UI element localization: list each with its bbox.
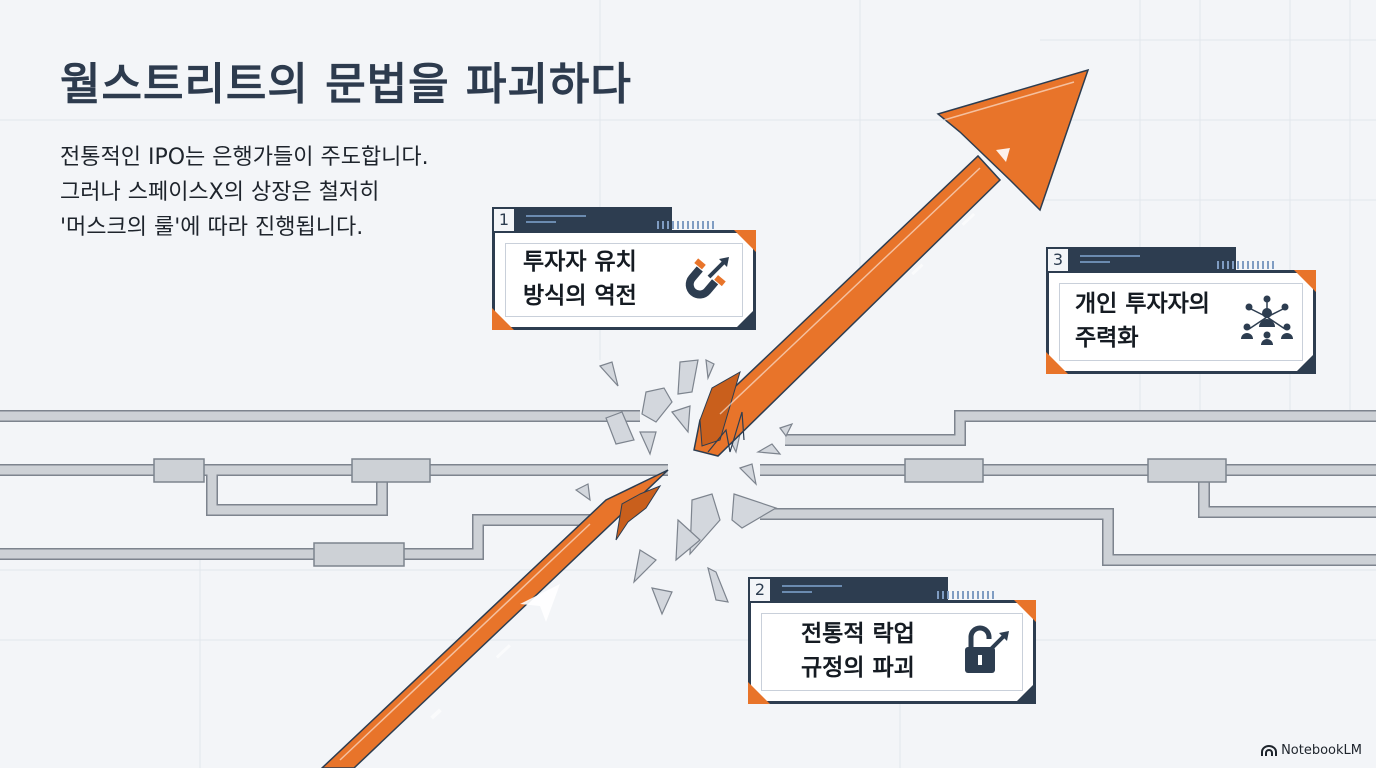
card-number: 2 [748, 577, 772, 603]
card-label: 투자자 유치 방식의 역전 [523, 245, 637, 313]
card-label-line-2: 규정의 파괴 [801, 655, 915, 681]
people-network-icon [1237, 293, 1297, 353]
card-number: 1 [492, 207, 516, 233]
card-1: 1 투자자 유치 방식의 역전 [492, 207, 756, 330]
magnet-icon [677, 253, 733, 313]
card-number: 3 [1046, 247, 1070, 273]
card-label-line-2: 주력화 [1075, 325, 1139, 351]
intro-line-2: 그러나 스페이스X의 상장은 철저히 [60, 180, 380, 205]
pipe-couplings [153, 458, 1227, 567]
breakthrough-arrow [320, 68, 1090, 768]
unlocked-padlock-icon [957, 621, 1013, 685]
brand-watermark: NotebookLM [1261, 743, 1362, 758]
card-label-line-2: 방식의 역전 [523, 283, 637, 309]
card-tab: 3 [1046, 247, 1236, 273]
page-title: 월스트리트의 문법을 파괴하다 [60, 59, 632, 110]
card-3: 3 개인 투자자의 주력화 [1046, 247, 1316, 374]
card-2: 2 전통적 락업 규정의 파괴 [748, 577, 1036, 704]
card-label-line-1: 개인 투자자의 [1075, 291, 1210, 317]
intro-line-1: 전통적인 IPO는 은행가들이 주도합니다. [60, 145, 429, 170]
card-label-line-1: 투자자 유치 [523, 249, 637, 275]
card-label-line-1: 전통적 락업 [801, 621, 915, 647]
brand-name: NotebookLM [1281, 743, 1362, 758]
card-tab: 2 [748, 577, 948, 603]
card-tab: 1 [492, 207, 672, 233]
card-label: 개인 투자자의 주력화 [1075, 287, 1210, 355]
card-label: 전통적 락업 규정의 파괴 [801, 617, 915, 685]
notebooklm-logo-icon [1261, 744, 1278, 756]
intro-line-3: '머스크의 룰'에 따라 진행됩니다. [60, 215, 364, 240]
intro-text: 전통적인 IPO는 은행가들이 주도합니다. 그러나 스페이스X의 상장은 철저… [60, 140, 429, 245]
debris-shards [574, 358, 794, 616]
